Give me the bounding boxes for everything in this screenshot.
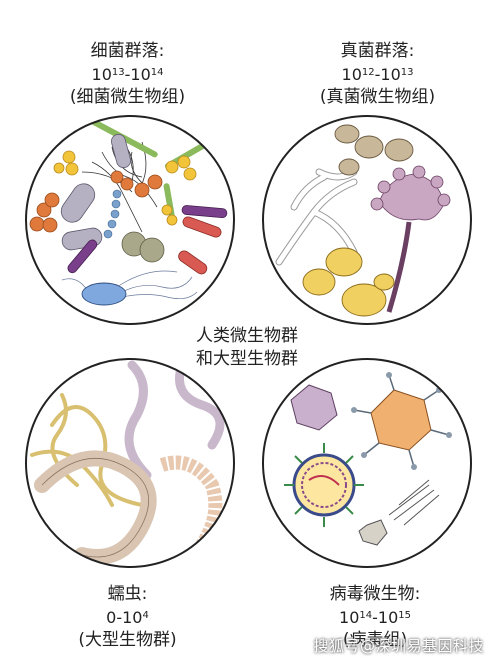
bacteria-title: 细菌群落: (90, 41, 165, 61)
viruses-count: 1014-1015 (339, 608, 411, 627)
viruses-title: 病毒微生物: (329, 584, 421, 604)
center-label: 人类微生物群 和大型生物群 (150, 325, 344, 371)
center-line-2: 和大型生物群 (196, 349, 298, 369)
flagellate-bacterium (81, 282, 127, 306)
yeast-cell (325, 247, 363, 277)
worms-subtitle: (大型生物群) (78, 630, 177, 650)
watermark: 搜狐号@深圳易基因科技 (313, 637, 484, 655)
worms-circle (25, 358, 235, 568)
bacteria-subtitle: (细菌微生物组) (69, 87, 186, 107)
fungi-count: 1012-1013 (341, 65, 414, 84)
center-line-1: 人类微生物群 (196, 326, 298, 346)
bacteria-label: 细菌群落: 1013-1014 (细菌微生物组) (55, 40, 200, 109)
bacteria-count: 1013-1014 (91, 65, 164, 84)
phage (358, 519, 388, 546)
worms-title: 蠕虫: (107, 584, 148, 604)
bacteria-circle (25, 115, 235, 325)
viruses-label: 病毒微生物: 1014-1015 (病毒组) (300, 583, 450, 652)
viruses-circle (262, 358, 472, 568)
fungi-title: 真菌群落: (340, 41, 415, 61)
worms-label: 蠕虫: 0-104 (大型生物群) (55, 583, 200, 652)
fungi-circle (262, 115, 472, 325)
viruses-subtitle: (病毒组) (342, 630, 408, 650)
fungi-label: 真菌群落: 1012-1013 (真菌微生物组) (305, 40, 450, 109)
fungi-subtitle: (真菌微生物组) (319, 87, 436, 107)
icosahedral-virus (290, 384, 338, 431)
worms-count: 0-104 (106, 608, 149, 627)
